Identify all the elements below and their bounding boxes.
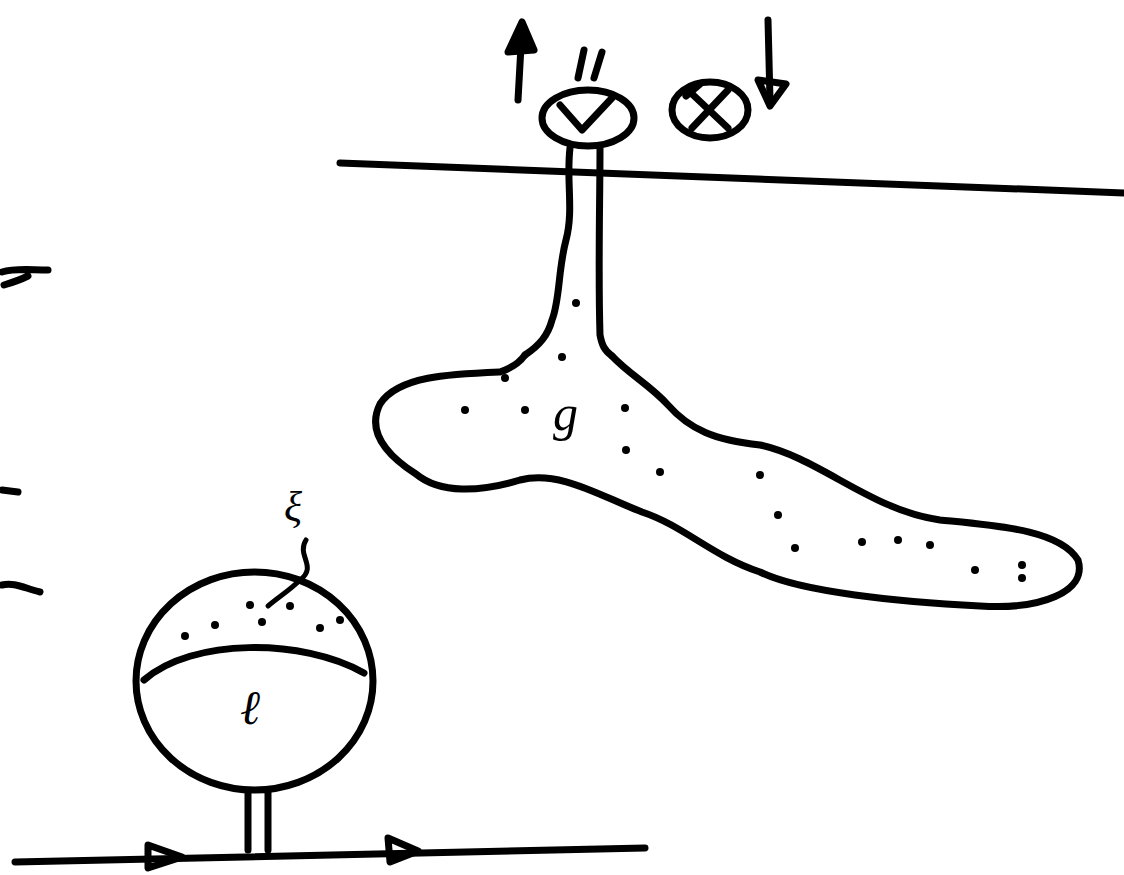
arrow-head <box>148 845 182 868</box>
vertex-symbol <box>542 90 634 146</box>
vertex-ticks <box>578 50 602 78</box>
cross-mark <box>686 84 728 128</box>
boundary-line <box>340 163 1124 193</box>
node-outline <box>365 320 1090 615</box>
blob-dots <box>181 299 1026 640</box>
node-label: g <box>553 388 578 438</box>
check-mark <box>560 98 612 130</box>
otimes-symbol <box>672 82 748 138</box>
arrow-head <box>388 838 418 862</box>
edge-scribble <box>2 270 48 286</box>
tadpole-stem <box>248 792 268 850</box>
blob-stem <box>525 148 570 355</box>
arrow-head <box>758 80 786 106</box>
edge-scribble <box>2 584 40 592</box>
node-outline <box>132 568 377 794</box>
label-text: ξ <box>284 486 302 528</box>
node-label: ℓ <box>240 684 260 732</box>
blob-stem <box>599 148 612 356</box>
arrow-head <box>508 22 534 52</box>
fermion-line <box>15 848 645 862</box>
loop-circle: ℓ <box>132 568 377 794</box>
down-arrow <box>768 20 770 100</box>
blob-region: g <box>365 320 1090 615</box>
edge-scribble <box>2 490 18 492</box>
